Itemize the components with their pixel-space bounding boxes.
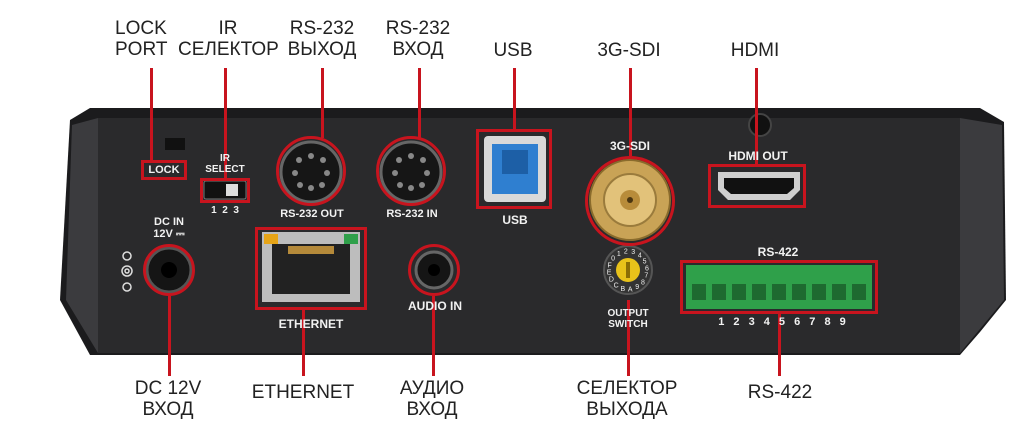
rotary-switch-slot: [626, 262, 630, 278]
rs422-terminal-screws: [692, 284, 866, 300]
rotary-digit: F: [608, 262, 612, 269]
callout-lock-port: LOCK PORT: [115, 18, 168, 60]
rotary-digit: 5: [643, 258, 647, 265]
rotary-digit: 3: [631, 249, 635, 256]
rotary-digit: 0: [611, 256, 615, 263]
audio-highlight: [408, 244, 460, 296]
callout-ir-selector: IR СЕЛЕКТОР: [178, 18, 279, 60]
rs232-out-highlight: [276, 136, 346, 206]
lock-port-highlight: [141, 160, 187, 180]
rotary-digit: 2: [624, 249, 628, 256]
sdi-leader: [629, 68, 632, 156]
panel-label-hdmi-out: HDMI OUT: [728, 149, 788, 163]
rotary-digit: 9: [635, 284, 639, 291]
ethernet-led-right: [344, 234, 358, 244]
panel-label-dc-in: DC IN 12V ⎓: [153, 216, 185, 240]
rotary-digit: B: [620, 286, 625, 293]
ethernet-leader: [302, 310, 305, 376]
callout-sdi: 3G-SDI: [597, 40, 661, 61]
rs422-leader: [778, 314, 781, 376]
panel-label-rs232-in: RS-232 IN: [386, 208, 438, 220]
panel-label-ethernet: ETHERNET: [278, 317, 344, 331]
panel-label-rs232-out: RS-232 OUT: [280, 208, 344, 220]
hdmi-highlight: [708, 164, 806, 208]
callout-dc-in: DC 12V ВХОД: [134, 378, 202, 420]
rotary-digit: E: [607, 270, 612, 277]
rotary-digit: C: [614, 282, 619, 289]
camera-screw: [748, 113, 772, 137]
rotary-digit: 6: [645, 265, 649, 272]
rotary-digit: 8: [641, 279, 645, 286]
callout-output-selector: СЕЛЕКТОР ВЫХОДА: [576, 378, 678, 420]
callout-rs232-in: RS-232 ВХОД: [385, 18, 451, 60]
rotary-digit: D: [609, 277, 614, 284]
ethernet-contacts: [288, 246, 334, 254]
callout-audio: АУДИО ВХОД: [399, 378, 465, 420]
rs232-in-leader: [418, 68, 421, 138]
callout-hdmi: HDMI: [730, 40, 780, 61]
panel-label-ir-positions: 1 2 3: [211, 205, 239, 216]
dc-in-highlight: [143, 244, 195, 296]
rotary-digit: A: [628, 286, 633, 293]
rs422-highlight: [680, 260, 878, 314]
sdi-highlight: [585, 156, 675, 246]
panel-label-lock: LOCK: [148, 164, 180, 176]
ethernet-highlight: [255, 227, 367, 310]
panel-label-audio-in: AUDIO IN: [408, 299, 462, 313]
panel-label-rs422: RS-422: [757, 245, 799, 259]
rotary-digit: 1: [617, 251, 621, 258]
ir-selector-leader: [224, 68, 227, 178]
rs232-out-leader: [321, 68, 324, 138]
ir-switch-knob: [226, 184, 238, 196]
ir-select-highlight: [200, 178, 250, 203]
lock-slot: [165, 138, 185, 150]
panel-label-sdi: 3G-SDI: [609, 139, 650, 153]
side-rail-right: [960, 118, 1004, 353]
callout-rs422: RS-422: [747, 382, 813, 403]
callout-rs232-out: RS-232 ВЫХОД: [287, 18, 357, 60]
dc-in-leader: [168, 296, 171, 376]
rotary-digit: 7: [644, 273, 648, 280]
audio-leader: [432, 296, 435, 376]
rs232-in-highlight: [376, 136, 446, 206]
hdmi-leader: [755, 68, 758, 164]
ethernet-led-left: [264, 234, 278, 244]
lock-port-leader: [150, 68, 153, 160]
panel-label-terminal-numbers: 1 2 3 4 5 6 7 8 9: [718, 316, 846, 328]
output-selector-leader: [627, 300, 630, 376]
usb-highlight: [476, 129, 552, 209]
usb-port-tongue: [502, 150, 528, 174]
panel-label-ir-select: IR SELECT: [205, 153, 245, 175]
rotary-digit: 4: [638, 253, 642, 260]
panel-label-output-switch: OUTPUT SWITCH: [607, 308, 649, 330]
polarity-icon: [121, 251, 133, 292]
callout-usb: USB: [493, 40, 533, 61]
callout-ethernet: ETHERNET: [251, 382, 355, 403]
panel-label-usb: USB: [502, 213, 528, 227]
side-rail-left: [66, 118, 98, 353]
hdmi-port-inner: [724, 178, 794, 194]
usb-leader: [513, 68, 516, 129]
